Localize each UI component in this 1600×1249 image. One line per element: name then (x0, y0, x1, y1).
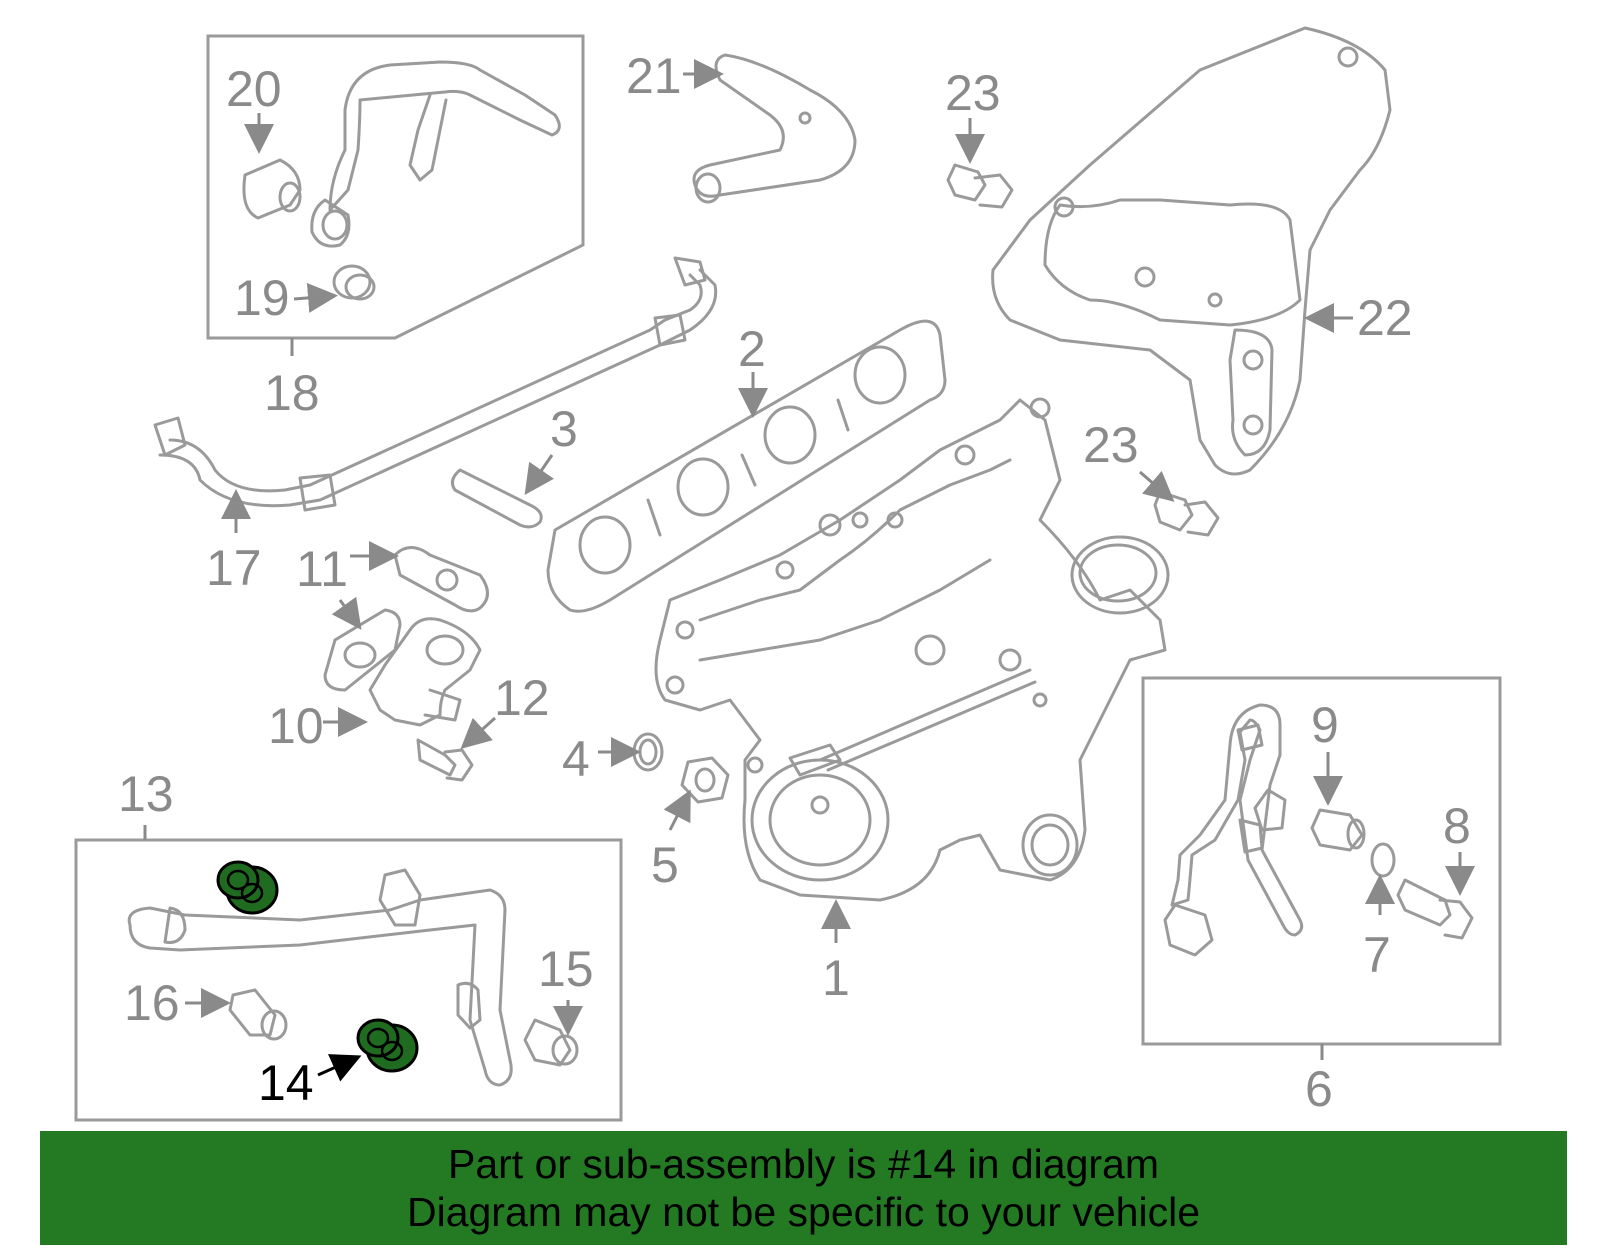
part-9-fitting (1310, 808, 1366, 852)
callout-9: 9 (1311, 697, 1339, 753)
part-14-seal-lower[interactable] (356, 1018, 419, 1073)
part-23-bolt-lower (1153, 490, 1220, 537)
callout-22: 22 (1357, 290, 1413, 346)
callout-13: 13 (118, 766, 174, 822)
callout-5: 5 (651, 837, 679, 893)
callout-6: 6 (1305, 1061, 1333, 1117)
callout-21: 21 (626, 48, 682, 104)
callout-8: 8 (1443, 798, 1471, 854)
callout-14[interactable]: 14 (258, 1055, 314, 1111)
callout-4: 4 (562, 731, 590, 787)
callout-20: 20 (226, 61, 282, 117)
part-11-gasket-lower (323, 608, 402, 692)
leader-arrows (185, 59, 1475, 1082)
callout-17: 17 (206, 540, 262, 596)
part-16-bolt (228, 988, 288, 1041)
part-10-flange (368, 617, 482, 727)
callout-23-upper: 23 (945, 65, 1001, 121)
part-20-fitting (242, 158, 302, 220)
part-21-pipe (692, 53, 857, 204)
callout-15: 15 (538, 941, 594, 997)
callout-2: 2 (738, 321, 766, 377)
group-box-6 (1141, 676, 1502, 1060)
banner-line-part: Part or sub-assembly is #14 in diagram (448, 1141, 1159, 1187)
part-4-washer (632, 732, 664, 772)
part-13-oil-line (127, 868, 513, 1087)
part-22-heat-shield (991, 26, 1392, 476)
callout-1: 1 (822, 950, 850, 1006)
part-7-washer (1370, 842, 1396, 878)
group-box-18 (206, 34, 585, 356)
part-8-bolt (1396, 878, 1474, 940)
part-18-oil-line (310, 60, 561, 248)
callout-19: 19 (234, 270, 290, 326)
callout-23-lower: 23 (1083, 417, 1139, 473)
callout-7: 7 (1363, 927, 1391, 983)
banner-line-disclaimer: Diagram may not be specific to your vehi… (406, 1189, 1200, 1235)
callout-11: 11 (296, 541, 348, 597)
part-23-bolt-upper (946, 163, 1014, 209)
group-box-13 (74, 825, 623, 1122)
part-19-washer (332, 264, 376, 301)
part-11-gasket-upper (393, 546, 489, 613)
part-5-nut (680, 756, 730, 804)
part-3-stud (450, 468, 543, 529)
callout-12: 12 (494, 670, 550, 726)
callout-3: 3 (550, 401, 578, 457)
part-12-bolt (416, 738, 474, 782)
part-17-line (153, 256, 718, 512)
part-info-banner: Part or sub-assembly is #14 in diagram D… (40, 1131, 1567, 1245)
callout-18: 18 (264, 365, 320, 421)
callout-16: 16 (124, 975, 180, 1031)
part-6-oil-line (1163, 703, 1304, 957)
part-1-turbocharger (654, 397, 1170, 902)
part-2-gasket (546, 319, 947, 613)
callout-10: 10 (268, 698, 324, 754)
part-14-seal-upper[interactable] (216, 860, 279, 915)
